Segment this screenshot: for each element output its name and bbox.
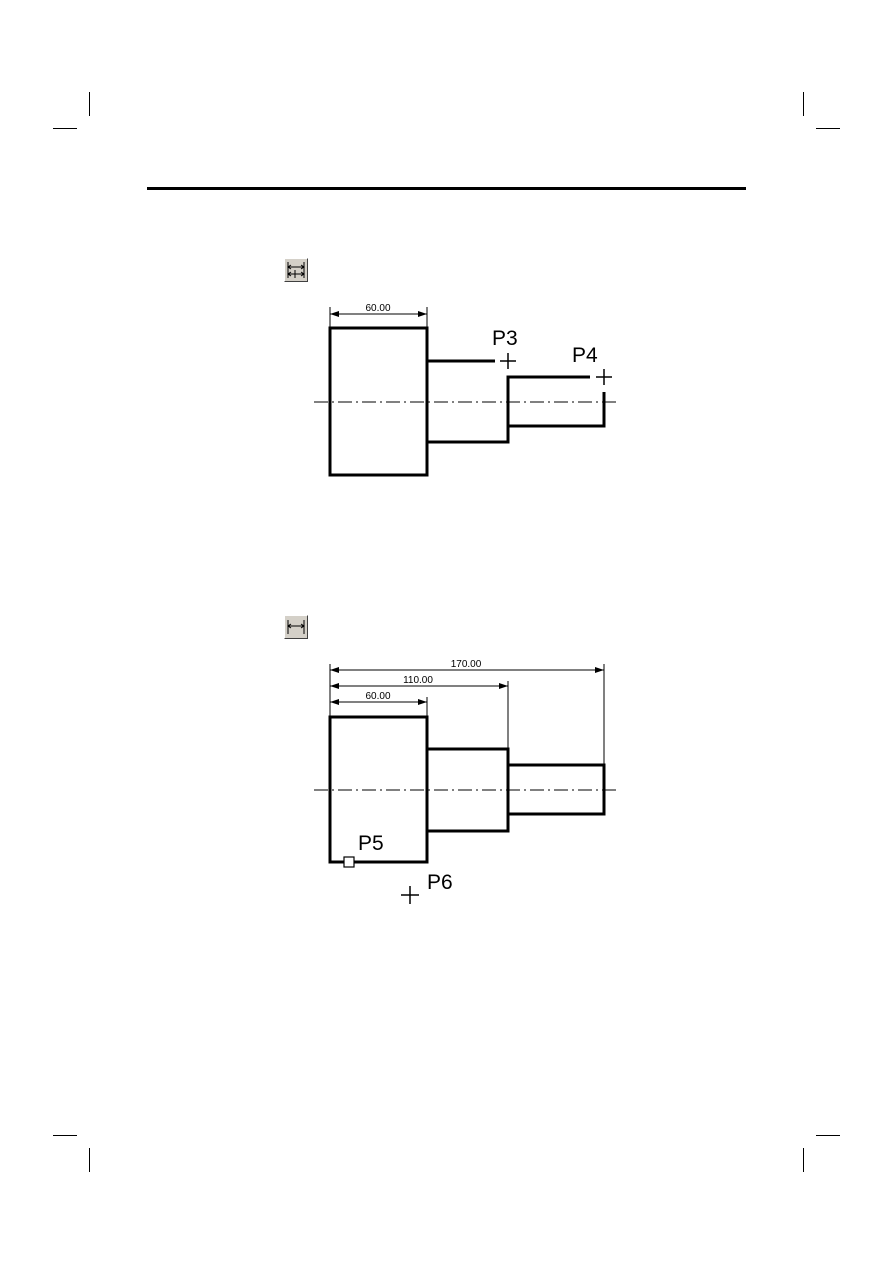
shaft-middle-section xyxy=(427,375,590,444)
figure-1: 60.00 P3 P4 xyxy=(314,303,616,477)
shaft-small-section-fig2 xyxy=(506,763,606,816)
shaft-large-section xyxy=(328,326,429,477)
point-label-p5: P5 xyxy=(358,832,384,855)
crop-mark-bottom-right-horizontal xyxy=(816,1135,840,1136)
dimension-170: 170.00 xyxy=(330,659,604,673)
dimension-label-170: 170.00 xyxy=(451,659,482,670)
point-label-p3: P3 xyxy=(492,327,518,350)
dimension-110: 110.00 xyxy=(330,675,508,689)
point-label-p4: P4 xyxy=(572,344,598,367)
point-marker-p4 xyxy=(596,369,612,385)
header-rule xyxy=(147,187,746,190)
dimension-60-fig1: 60.00 xyxy=(329,303,428,327)
continuous-dimension-button[interactable] xyxy=(284,258,308,282)
dimension-label-110: 110.00 xyxy=(403,675,433,686)
linear-dimension-icon xyxy=(287,620,305,634)
point-marker-p6 xyxy=(401,886,419,904)
crop-mark-top-right-horizontal xyxy=(816,128,840,129)
continuous-dimension-icon xyxy=(287,262,305,278)
crop-mark-bottom-left-vertical xyxy=(89,1148,90,1172)
point-marker-p3 xyxy=(500,353,516,369)
crop-mark-top-right-vertical xyxy=(803,92,804,116)
crop-mark-top-left-horizontal xyxy=(53,128,77,129)
point-label-p6: P6 xyxy=(427,871,453,894)
crop-mark-bottom-left-horizontal xyxy=(53,1135,77,1136)
shaft-small-section xyxy=(508,392,606,428)
crop-mark-top-left-vertical xyxy=(89,92,90,116)
shaft-large-section-fig2 xyxy=(328,715,429,864)
crop-mark-bottom-right-vertical xyxy=(803,1148,804,1172)
dimension-label-60-fig2: 60.00 xyxy=(365,691,390,702)
shaft-middle-section-fig2 xyxy=(425,747,510,833)
figure-2: 170.00 110.00 60.00 P5 P xyxy=(314,659,616,904)
dimension-label-60: 60.00 xyxy=(365,303,390,314)
point-marker-p5 xyxy=(343,856,355,868)
dimension-60-fig2: 60.00 xyxy=(330,691,427,705)
linear-dimension-button[interactable] xyxy=(284,615,308,639)
